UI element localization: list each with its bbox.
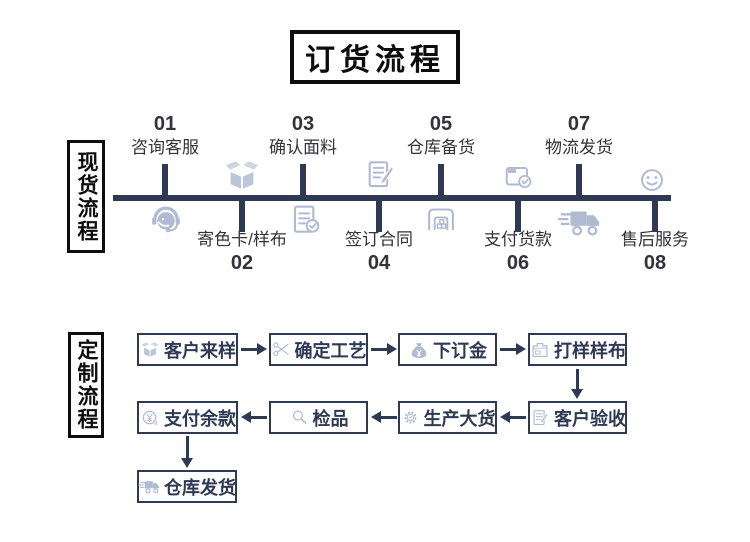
package-icon [221, 155, 263, 197]
flow-box-label: 打样样布 [554, 340, 626, 361]
flow-box-label: 仓库发货 [164, 477, 236, 498]
flow-box-inspection: 检品 [269, 401, 368, 434]
document-pen-icon [529, 407, 551, 429]
step-label: 售后服务 [621, 230, 689, 249]
arrow-right-icon [500, 343, 526, 355]
arrow-right-icon [371, 343, 397, 355]
flow-box-customer-acceptance: 客户验收 [528, 401, 627, 434]
step-number: 06 [506, 252, 530, 274]
flow-box-pay-balance: 支付余款 [137, 401, 238, 434]
step-number: 08 [643, 252, 667, 274]
timeline-step-03: 03 确认面料 [269, 112, 337, 159]
timeline-step-08: 08 售后服务 [621, 229, 689, 276]
flow-box-deposit: 下订金 [398, 333, 497, 366]
timeline-tick [162, 164, 168, 195]
scissors-icon [271, 339, 292, 360]
step-label: 咨询客服 [131, 138, 199, 157]
checklist-icon [285, 200, 325, 240]
arrow-left-icon [500, 411, 526, 423]
arrow-down-icon [181, 436, 193, 468]
truck-icon [138, 475, 161, 498]
timeline-step-05: 05 仓库备货 [407, 112, 475, 159]
arrow-left-icon [241, 411, 267, 423]
package-icon [139, 339, 161, 361]
yen-circle-icon [139, 407, 161, 429]
step-label: 支付货款 [484, 230, 552, 249]
timeline-step-01: 01 咨询客服 [131, 112, 199, 159]
arrow-left-icon [371, 411, 397, 423]
timeline-tick [438, 164, 444, 195]
flow-box-sample-fabric: 打样样布 [528, 333, 627, 366]
timeline-axis [113, 195, 671, 201]
flow-box-mass-production: 生产大货 [398, 401, 497, 434]
page-title: 订货流程 [290, 30, 460, 84]
gear-icon [400, 407, 421, 428]
truck-icon [557, 199, 603, 245]
step-number: 02 [230, 252, 254, 274]
timeline-step-04: 04 签订合同 [345, 229, 413, 276]
flow-box-label: 下订金 [433, 340, 487, 361]
payment-icon [500, 159, 536, 195]
step-number: 03 [291, 113, 315, 135]
stock-flow-label: 现货流程 [67, 140, 105, 253]
flow-box-label: 确定工艺 [294, 340, 367, 361]
step-number: 07 [567, 113, 591, 135]
timeline-tick [300, 164, 306, 195]
fabric-icon [529, 339, 551, 361]
timeline-step-07: 07 物流发货 [545, 112, 613, 159]
flow-box-customer-sample: 客户来样 [137, 333, 238, 366]
flow-box-warehouse-ship: 仓库发货 [137, 470, 237, 503]
timeline-step-02: 02 寄色卡/样布 [197, 229, 287, 276]
timeline-tick [376, 201, 382, 232]
flow-box-label: 客户验收 [554, 408, 626, 429]
timeline-tick [515, 201, 521, 232]
step-number: 01 [153, 113, 177, 135]
step-label: 签订合同 [345, 230, 413, 249]
page-title-text: 订货流程 [305, 44, 445, 77]
step-label: 确认面料 [269, 138, 337, 157]
flow-box-label: 检品 [312, 408, 349, 429]
moneybag-icon [408, 339, 430, 361]
step-label: 仓库备货 [407, 138, 475, 157]
timeline-tick [652, 201, 658, 232]
flow-box-confirm-craft: 确定工艺 [269, 333, 368, 366]
timeline-tick [576, 164, 582, 195]
custom-flow-label: 定制流程 [68, 332, 104, 438]
flow-box-label: 客户来样 [164, 340, 236, 361]
arrow-right-icon [241, 343, 267, 355]
smiley-icon [635, 163, 669, 197]
flow-box-label: 支付余款 [164, 408, 236, 429]
step-label: 寄色卡/样布 [197, 230, 287, 249]
magnifier-icon [289, 407, 310, 428]
contract-pen-icon [361, 156, 399, 194]
timeline-step-06: 06 支付货款 [484, 229, 552, 276]
headset-icon [147, 201, 185, 239]
step-label: 物流发货 [545, 138, 613, 157]
warehouse-icon [422, 200, 460, 238]
timeline-tick [239, 201, 245, 232]
custom-flow-label-text: 定制流程 [75, 339, 98, 431]
step-number: 04 [367, 252, 391, 274]
flow-box-label: 生产大货 [423, 408, 496, 429]
step-number: 05 [429, 113, 453, 135]
arrow-down-icon [571, 369, 583, 399]
stock-flow-label-text: 现货流程 [75, 150, 98, 243]
